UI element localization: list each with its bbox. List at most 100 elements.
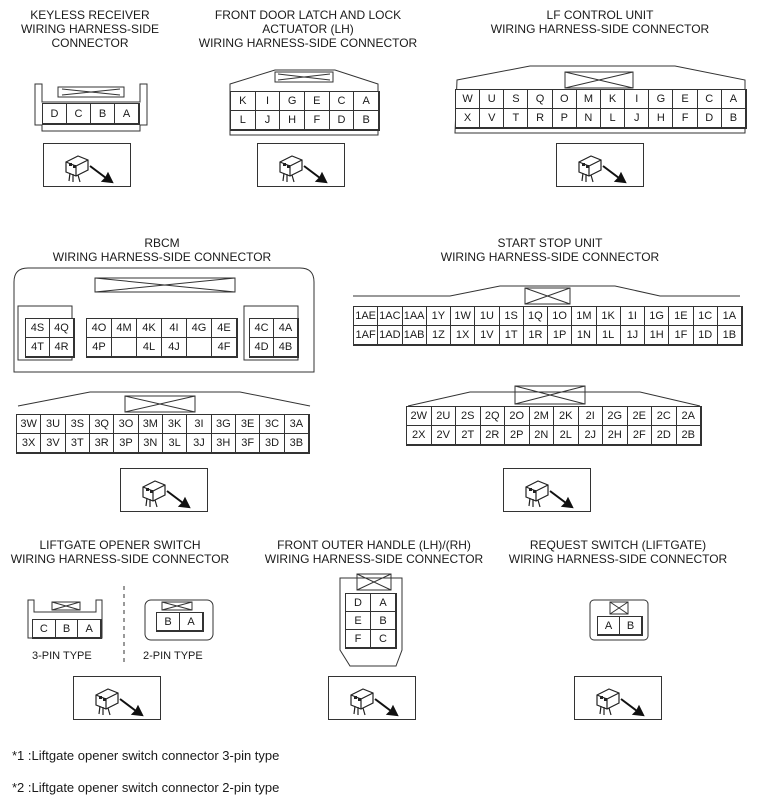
pin-3x: 3X <box>17 434 42 453</box>
pin-4q: 4Q <box>50 319 74 338</box>
pin-2q: 2Q <box>480 407 505 426</box>
connector-view-icon <box>328 676 416 720</box>
pin-gap <box>112 338 137 357</box>
pin-2u: 2U <box>431 407 456 426</box>
pin-3u: 3U <box>41 415 66 434</box>
pin-3n: 3N <box>138 434 163 453</box>
pin-3j: 3J <box>187 434 212 453</box>
pin-b: B <box>620 617 642 635</box>
pin-a: A <box>721 90 746 109</box>
pin-1ab: 1AB <box>402 326 427 345</box>
pin-4m: 4M <box>112 319 137 338</box>
pin-2d: 2D <box>652 426 677 445</box>
pin-3e: 3E <box>236 415 261 434</box>
pin-k: K <box>231 92 256 111</box>
pin-u: U <box>480 90 505 109</box>
pin-3a: 3A <box>284 415 309 434</box>
pin-4i: 4I <box>162 319 187 338</box>
pin-1x: 1X <box>451 326 476 345</box>
pin-1s: 1S <box>499 307 524 326</box>
two-pin-type-label: 2-PIN TYPE <box>143 650 203 662</box>
pin-2h: 2H <box>603 426 628 445</box>
pin-1r: 1R <box>523 326 548 345</box>
pin-a: A <box>115 104 139 124</box>
pin-a: A <box>354 92 379 111</box>
pin-1j: 1J <box>620 326 645 345</box>
pin-d: D <box>346 594 371 612</box>
pin-4s: 4S <box>26 319 50 338</box>
title-request-switch: REQUEST SWITCH (LIFTGATE) WIRING HARNESS… <box>508 538 728 566</box>
pin-f: F <box>346 630 371 648</box>
pin-c: C <box>67 104 91 124</box>
pin-q: Q <box>528 90 553 109</box>
pin-1af: 1AF <box>354 326 379 345</box>
pin-gap <box>187 338 212 357</box>
pin-3h: 3H <box>211 434 236 453</box>
connector-view-icon <box>120 468 208 512</box>
pin-1p: 1P <box>548 326 573 345</box>
pin-3s: 3S <box>65 415 90 434</box>
pin-2t: 2T <box>456 426 481 445</box>
pin-1o: 1O <box>548 307 573 326</box>
pin-4a: 4A <box>274 319 298 338</box>
pin-3m: 3M <box>138 415 163 434</box>
pin-1b: 1B <box>717 326 742 345</box>
pin-3i: 3I <box>187 415 212 434</box>
pin-i: I <box>625 90 650 109</box>
pin-2j: 2J <box>578 426 603 445</box>
pin-k: K <box>600 90 626 109</box>
pin-1z: 1Z <box>426 326 451 345</box>
pin-4l: 4L <box>137 338 162 357</box>
pin-f: F <box>673 109 698 128</box>
pin-3l: 3L <box>163 434 188 453</box>
pin-3g: 3G <box>211 415 236 434</box>
pin-1f: 1F <box>669 326 694 345</box>
pin-j: J <box>625 109 650 128</box>
pin-1m: 1M <box>572 307 597 326</box>
pin-3b: 3B <box>284 434 309 453</box>
pin-c: C <box>329 92 355 111</box>
pin-1i: 1I <box>620 307 645 326</box>
pin-1ac: 1AC <box>378 307 403 326</box>
pin-4p: 4P <box>87 338 112 357</box>
pin-e: E <box>673 90 698 109</box>
pin-b: B <box>721 109 746 128</box>
pin-b: B <box>371 612 396 630</box>
pin-1u: 1U <box>475 307 500 326</box>
title-liftgate-opener-switch: LIFTGATE OPENER SWITCH WIRING HARNESS-SI… <box>10 538 230 566</box>
pin-2n: 2N <box>529 426 554 445</box>
pin-1q: 1Q <box>523 307 548 326</box>
pin-r: R <box>528 109 553 128</box>
pin-1n: 1N <box>572 326 597 345</box>
connector-view-icon <box>556 143 644 187</box>
pin-c: C <box>33 620 56 638</box>
pin-3c: 3C <box>260 415 285 434</box>
pin-d: D <box>43 104 67 124</box>
pin-1l: 1L <box>596 326 621 345</box>
pin-e: E <box>346 612 371 630</box>
connector-view-icon <box>43 143 131 187</box>
pin-c: C <box>697 90 722 109</box>
pin-1k: 1K <box>596 307 621 326</box>
pin-1ae: 1AE <box>354 307 379 326</box>
pin-1a: 1A <box>717 307 742 326</box>
pin-i: I <box>255 92 281 111</box>
pin-2r: 2R <box>480 426 505 445</box>
pin-3k: 3K <box>163 415 188 434</box>
connector-view-icon <box>257 143 345 187</box>
pin-1y: 1Y <box>426 307 451 326</box>
pin-s: S <box>504 90 529 109</box>
title-start-stop-unit: START STOP UNIT WIRING HARNESS-SIDE CONN… <box>440 236 660 264</box>
connector-view-icon <box>574 676 662 720</box>
pin-4t: 4T <box>26 338 50 357</box>
pin-2f: 2F <box>627 426 652 445</box>
